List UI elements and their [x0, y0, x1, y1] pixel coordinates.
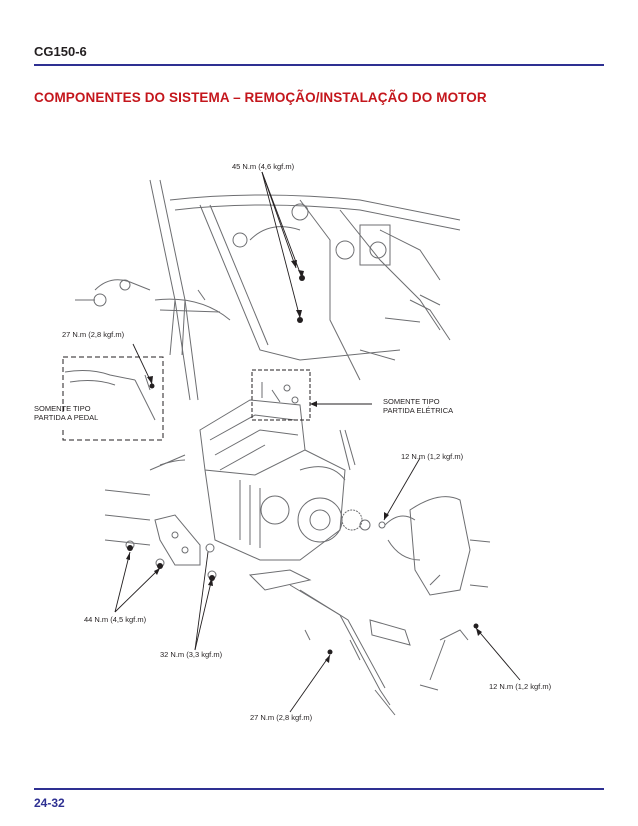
pedal-only-label-line2: PARTIDA A PEDAL: [34, 413, 99, 422]
pedal-only-box: [62, 356, 164, 441]
cover-drawing: [359, 496, 491, 596]
torque-label-12-b: 12 N.m (1,2 kgf.m): [489, 682, 552, 691]
electric-box-parts: [261, 382, 299, 404]
footer-rule: [34, 788, 604, 790]
electric-only-label-line1: SOMENTE TIPO: [383, 397, 440, 406]
torque-label-27-bottom: 27 N.m (2,8 kgf.m): [250, 713, 313, 722]
fasteners: [127, 275, 479, 655]
torque-label-12-a: 12 N.m (1,2 kgf.m): [401, 452, 464, 461]
engine-drawing: [149, 399, 363, 561]
header-rule: [34, 64, 604, 66]
stand-and-pedal: [248, 569, 469, 716]
torque-label-45: 45 N.m (4,6 kgf.m): [232, 162, 295, 171]
torque-label-32: 32 N.m (3,3 kgf.m): [160, 650, 223, 659]
frame-drawing: [149, 179, 461, 401]
torque-label-27-top: 27 N.m (2,8 kgf.m): [62, 330, 125, 339]
electric-only-label-line2: PARTIDA ELÉTRICA: [383, 406, 454, 415]
page-number: 24-32: [34, 796, 65, 810]
header-model: CG150-6: [34, 44, 87, 59]
section-title: COMPONENTES DO SISTEMA – REMOÇÃO/INSTALA…: [34, 90, 487, 105]
leader-lines: [114, 171, 521, 713]
pedal-only-label-line1: SOMENTE TIPO: [34, 404, 91, 413]
torque-label-44: 44 N.m (4,5 kgf.m): [84, 615, 147, 624]
starter-assembly: [64, 279, 231, 421]
electric-only-box: [251, 369, 311, 421]
arrow-heads: [126, 260, 482, 663]
